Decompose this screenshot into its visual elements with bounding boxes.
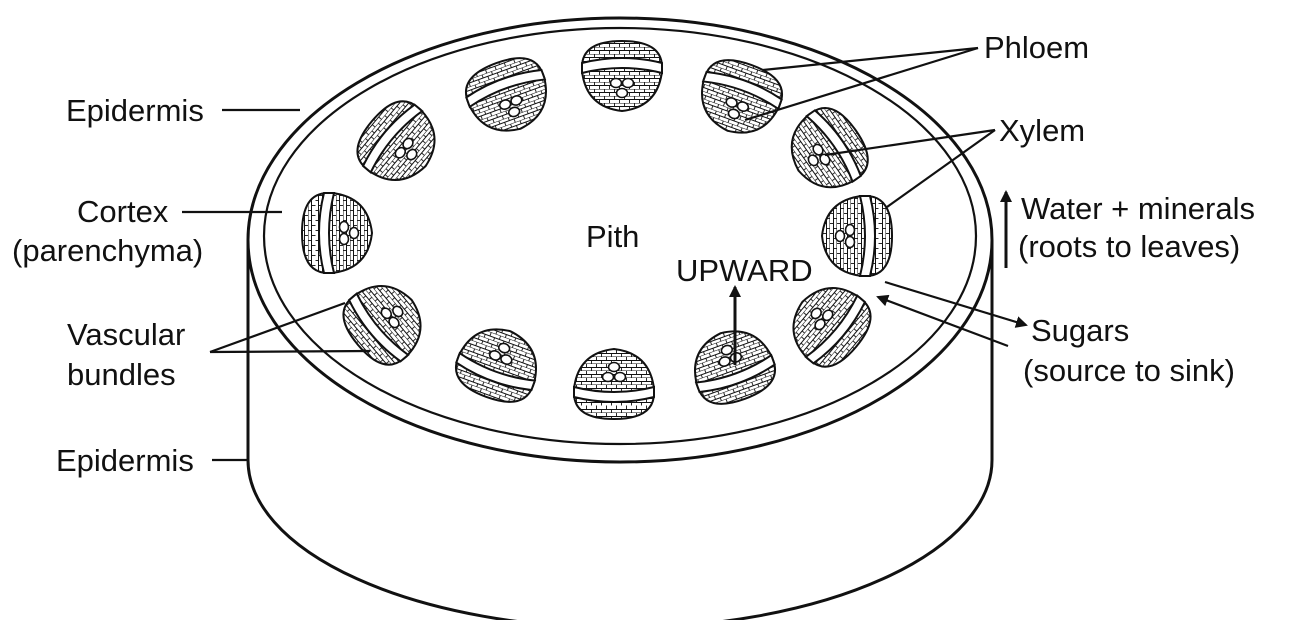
bundle-tissue [332, 269, 437, 375]
label-water-minerals: Water + minerals [1021, 191, 1255, 226]
bundle-tissue [776, 98, 879, 204]
vascular-bundle [459, 49, 558, 142]
xylem-vessel [603, 373, 614, 382]
label-upward: UPWARD [676, 253, 813, 288]
vascular-bundle [822, 196, 892, 276]
leader-vascular-2 [210, 351, 370, 352]
vascular-bundle [302, 193, 372, 273]
xylem-vessel [611, 79, 622, 88]
vascular-bundle [683, 319, 782, 412]
sugars-arrow-to-label [885, 282, 1026, 325]
label-epidermis-bottom: Epidermis [56, 443, 194, 478]
label-cortex: Cortex [77, 194, 169, 229]
xylem-vessel [846, 225, 855, 236]
label-sugars: Sugars [1031, 313, 1129, 348]
xylem-vessel [623, 79, 634, 88]
label-cortex-parenthetical: (parenchyma) [12, 233, 203, 268]
xylem-vessel [617, 89, 628, 98]
label-bundles: bundles [67, 357, 176, 392]
vascular-bundle [690, 51, 789, 144]
xylem-vessel [340, 222, 349, 233]
label-roots-to-leaves: (roots to leaves) [1018, 229, 1240, 264]
bundle-tissue [822, 196, 892, 276]
label-xylem: Xylem [999, 113, 1085, 148]
label-epidermis-top: Epidermis [66, 93, 204, 128]
vascular-bundle [776, 98, 879, 204]
bundle-tissue [582, 41, 662, 111]
label-phloem: Phloem [984, 30, 1089, 65]
leader-vascular-1 [210, 303, 345, 352]
xylem-vessel [615, 373, 626, 382]
bundle-tissue [574, 349, 654, 419]
xylem-vessel [846, 237, 855, 248]
vascular-bundle [346, 91, 451, 197]
label-source-to-sink: (source to sink) [1023, 353, 1235, 388]
vascular-bundle [449, 317, 548, 410]
vascular-bundle [574, 349, 654, 419]
xylem-vessel [340, 234, 349, 245]
bundle-tissue [302, 193, 372, 273]
leader-xylem-2 [887, 130, 995, 207]
xylem-vessel [350, 228, 359, 239]
vascular-bundle [582, 41, 662, 111]
xylem-vessel [609, 363, 620, 372]
sugars-arrow-to-stem [878, 297, 1008, 346]
label-pith: Pith [586, 219, 639, 254]
vascular-bundle [332, 269, 437, 375]
bundle-tissue [346, 91, 451, 197]
xylem-vessel [836, 231, 845, 242]
label-vascular: Vascular [67, 317, 185, 352]
